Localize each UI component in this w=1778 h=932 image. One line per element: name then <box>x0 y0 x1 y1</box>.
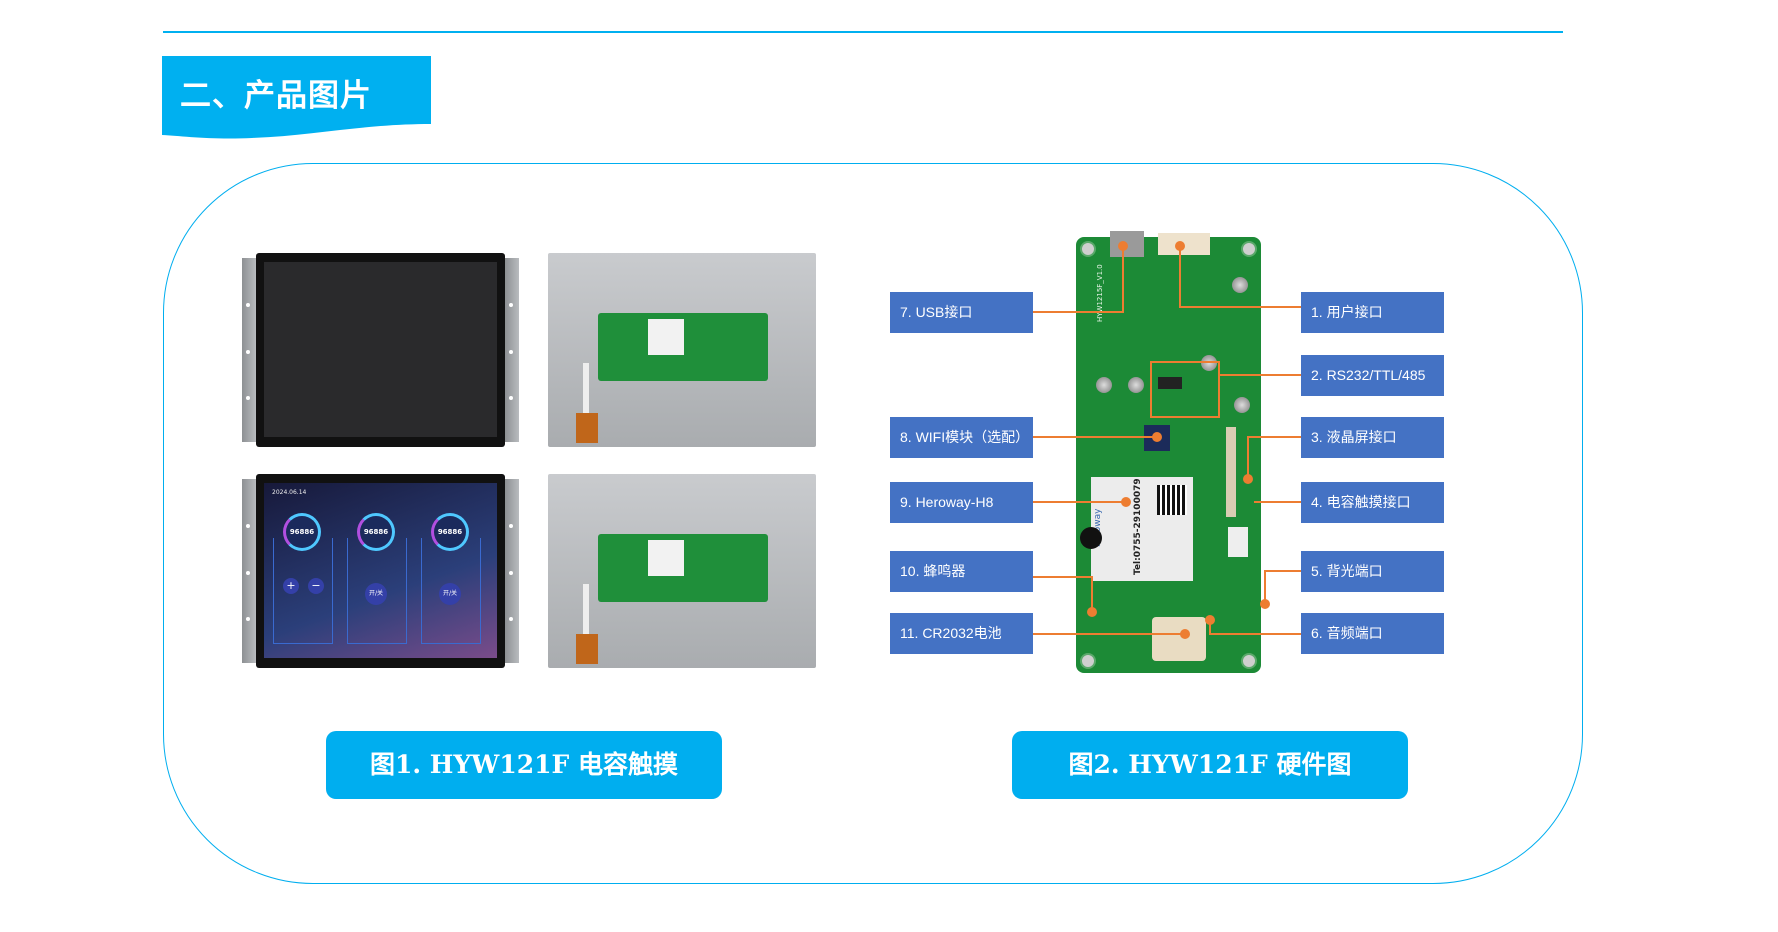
pcb-board-photo: HYW1215F_V1.0 heroway Tel:0755-29100079 <box>1076 231 1261 673</box>
figure1-caption: 图1. HYW121F 电容触摸 <box>326 731 722 799</box>
product-photo-front-on: 2024.06.14 96886 96886 96886 + − 开/关 开/关 <box>242 474 519 668</box>
gauge: 96886 <box>431 513 469 551</box>
qr-code <box>1157 485 1187 515</box>
backlight-connector <box>1228 527 1248 557</box>
label-audio-port: 6. 音频端口 <box>1301 613 1444 654</box>
onoff-button[interactable]: 开/关 <box>439 583 461 605</box>
leader-backlight <box>1264 570 1301 604</box>
label-touch-port: 4. 电容触摸接口 <box>1301 482 1444 523</box>
gauge: 96886 <box>283 513 321 551</box>
leader-rs232-box <box>1150 361 1220 418</box>
label-battery: 11. CR2032电池 <box>890 613 1033 654</box>
top-divider <box>163 31 1563 33</box>
leader-lcd <box>1247 436 1301 479</box>
label-usb: 7. USB接口 <box>890 292 1033 333</box>
label-backlight-port: 5. 背光端口 <box>1301 551 1444 592</box>
section-heading: 二、产品图片 <box>162 56 431 140</box>
screen-date: 2024.06.14 <box>272 489 307 496</box>
gauge: 96886 <box>357 513 395 551</box>
minus-button[interactable]: − <box>308 578 324 594</box>
label-rs232: 2. RS232/TTL/485 <box>1301 355 1444 396</box>
product-photo-back <box>548 253 816 447</box>
plus-button[interactable]: + <box>283 578 299 594</box>
heroway-h8-module: heroway Tel:0755-29100079 <box>1091 477 1193 581</box>
product-images-panel <box>163 163 1583 884</box>
leader-usb <box>1033 246 1124 313</box>
heading-banner-shape <box>162 56 431 139</box>
leader-audio <box>1209 620 1301 635</box>
label-wifi: 8. WIFI模块（选配） <box>890 417 1033 458</box>
figure2-caption: 图2. HYW121F 硬件图 <box>1012 731 1408 799</box>
label-buzzer: 10. 蜂鸣器 <box>890 551 1033 592</box>
lcd-connector <box>1226 427 1236 517</box>
buzzer <box>1080 527 1102 549</box>
product-photo-front-off <box>242 253 519 447</box>
leader-buzzer <box>1033 576 1093 612</box>
battery-holder <box>1152 617 1206 661</box>
leader-user <box>1179 246 1301 308</box>
label-lcd-port: 3. 液晶屏接口 <box>1301 417 1444 458</box>
label-heroway-h8: 9. Heroway-H8 <box>890 482 1033 523</box>
touch-screen-ui[interactable]: 2024.06.14 96886 96886 96886 + − 开/关 开/关 <box>264 483 497 658</box>
onoff-button[interactable]: 开/关 <box>365 583 387 605</box>
label-user-port: 1. 用户接口 <box>1301 292 1444 333</box>
section-title: 二、产品图片 <box>180 78 372 114</box>
product-photo-back-2 <box>548 474 816 668</box>
